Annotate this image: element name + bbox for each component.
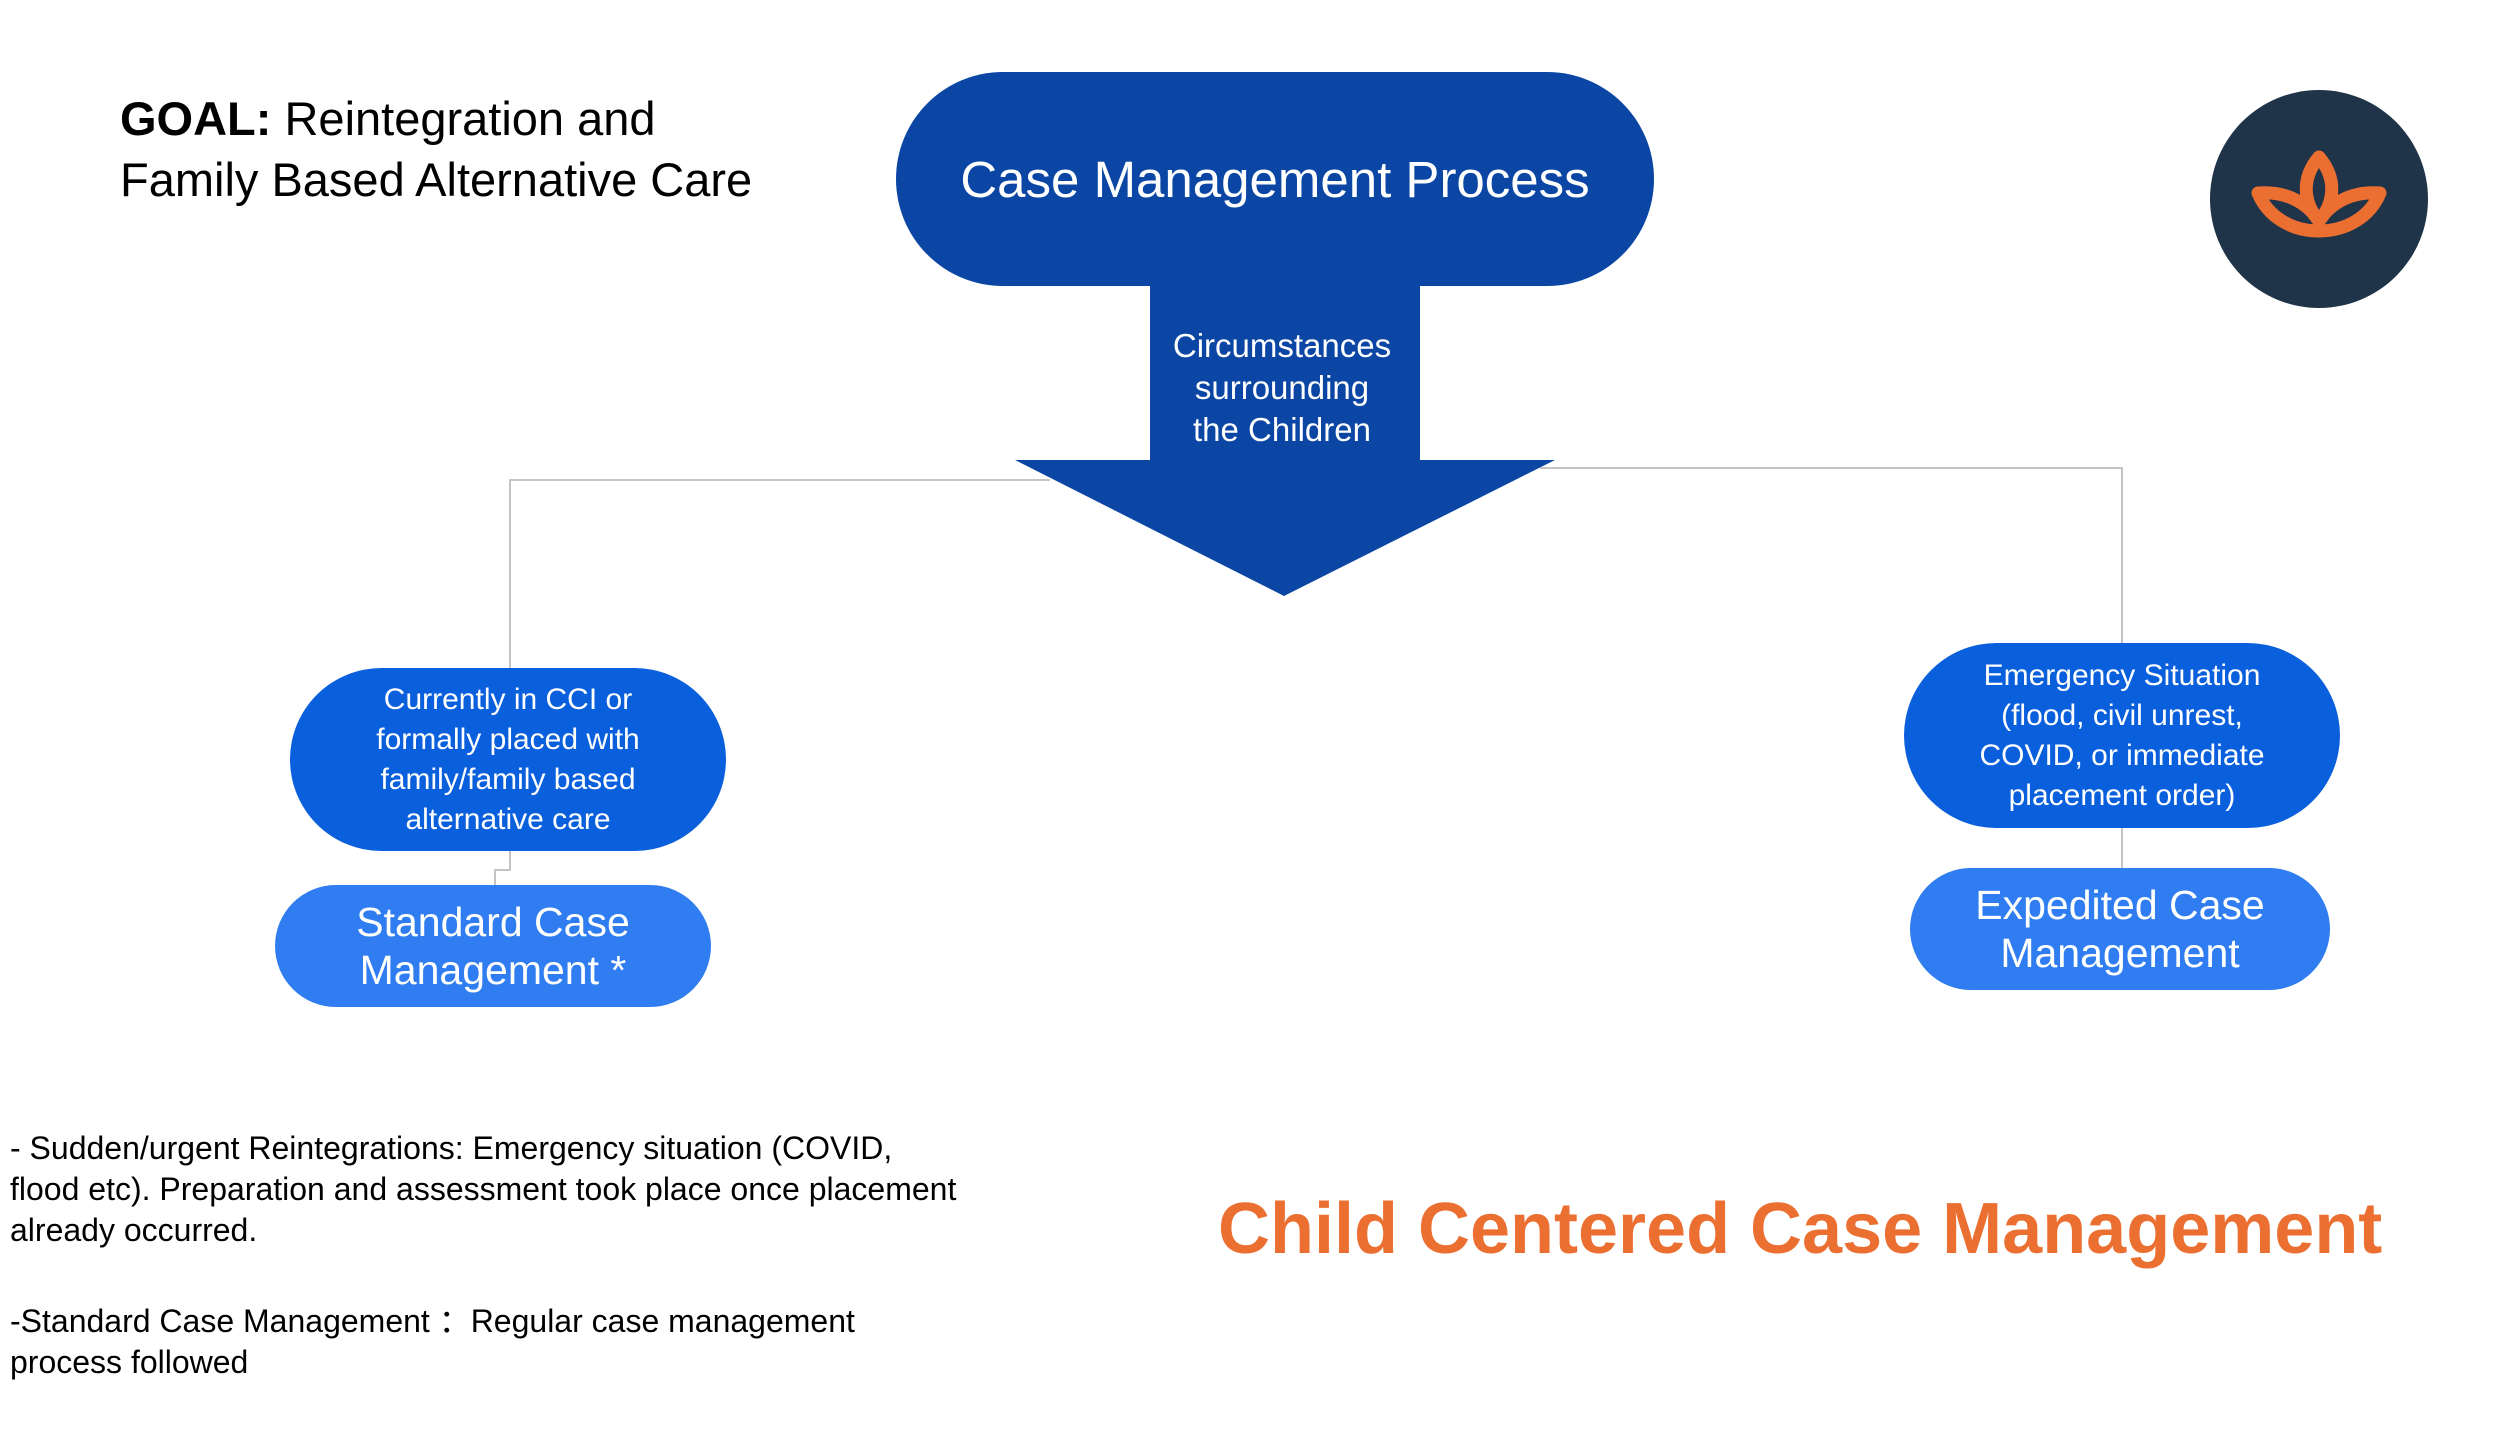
arrow-label-line: surrounding — [1194, 369, 1370, 406]
process-title: Case Management Process — [896, 72, 1654, 286]
connector-left — [509, 479, 1050, 670]
lotus-icon — [2210, 90, 2428, 308]
goal-line-1: Reintegration and — [284, 92, 656, 145]
condition-line: family/family based — [380, 762, 636, 796]
result-line: Management — [2000, 930, 2240, 976]
condition-line: COVID, or immediate — [1979, 738, 2265, 772]
standard-case-management-node: Standard Case Management * — [275, 885, 711, 1007]
condition-line: placement order) — [2008, 778, 2236, 812]
condition-line: alternative care — [405, 802, 611, 836]
result-line: Expedited Case — [1975, 882, 2265, 928]
note-urgent-reintegrations: - Sudden/urgent Reintegrations: Emergenc… — [10, 1130, 957, 1248]
arrow-label: Circumstances surrounding the Children — [1150, 325, 1414, 451]
goal-line-2: Family Based Alternative Care — [120, 153, 753, 206]
note-standard-case-management: -Standard Case Management ：Regular case … — [10, 1303, 855, 1380]
condition-line: formally placed with — [376, 722, 640, 756]
notes: - Sudden/urgent Reintegrations: Emergenc… — [10, 1128, 970, 1433]
goal-statement: GOAL: Reintegration and Family Based Alt… — [120, 88, 752, 210]
connector-left-result — [494, 851, 511, 887]
arrow-label-line: the Children — [1193, 411, 1371, 448]
down-arrow — [1015, 286, 1555, 596]
condition-cci-node: Currently in CCI or formally placed with… — [290, 668, 726, 851]
footer-title: Child Centered Case Management — [1218, 1189, 2383, 1269]
connector-right — [1540, 467, 2123, 645]
lotus-icon-glyph — [2251, 150, 2387, 238]
condition-line: Currently in CCI or — [383, 682, 633, 716]
condition-line: Emergency Situation — [1983, 658, 2261, 692]
arrow-label-line: Circumstances — [1172, 327, 1392, 364]
expedited-case-management-node: Expedited Case Management — [1910, 868, 2330, 990]
result-line: Management * — [359, 947, 627, 993]
condition-line: (flood, civil unrest, — [2001, 698, 2243, 732]
condition-emergency-node: Emergency Situation (flood, civil unrest… — [1904, 643, 2340, 828]
goal-label: GOAL: — [120, 92, 272, 145]
result-line: Standard Case — [356, 899, 630, 945]
